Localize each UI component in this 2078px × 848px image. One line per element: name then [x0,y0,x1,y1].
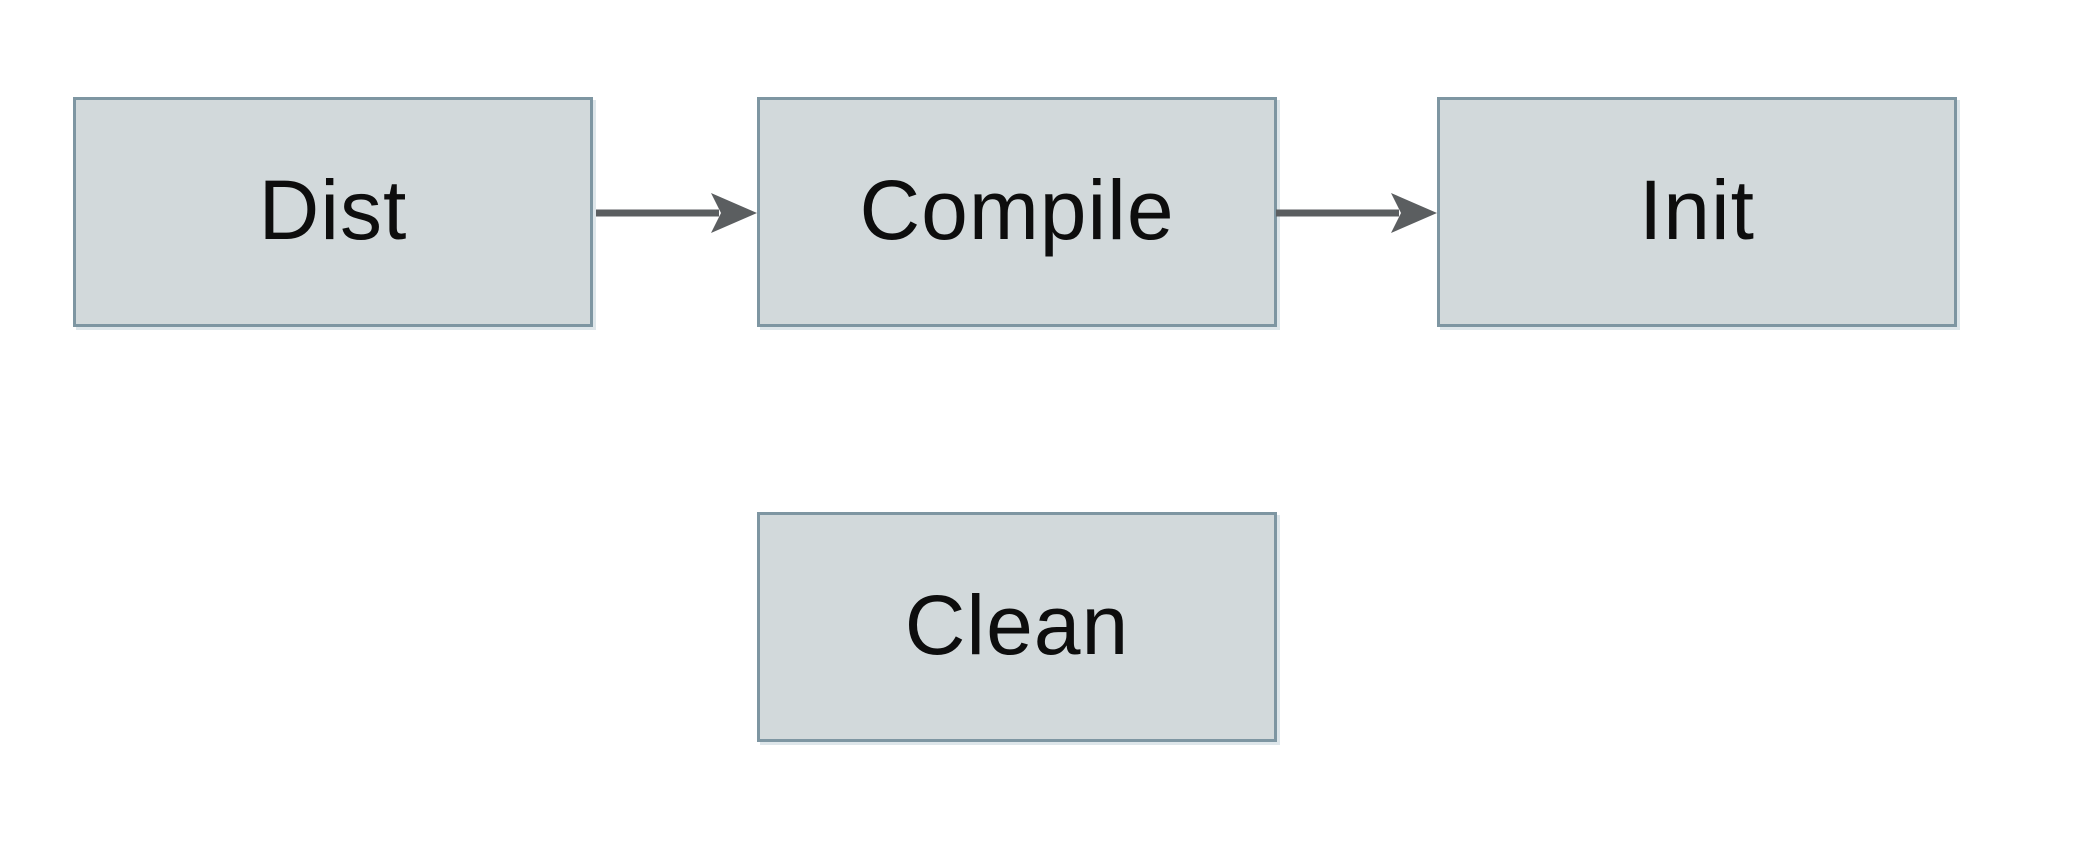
node-dist-label: Dist [258,163,408,257]
node-dist: Dist [73,97,593,327]
arrow-dist-to-compile-icon [596,193,757,233]
node-init-label: Init [1638,163,1756,257]
node-clean-label: Clean [904,578,1130,672]
node-init: Init [1437,97,1957,327]
node-compile-label: Compile [859,163,1175,257]
node-clean: Clean [757,512,1277,742]
node-compile: Compile [757,97,1277,327]
arrow-head [1391,193,1437,233]
arrow-compile-to-init-icon [1276,193,1437,233]
arrow-head [711,193,757,233]
